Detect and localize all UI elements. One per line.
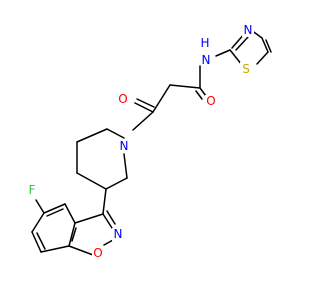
isoxazole-oxygen-atom: O <box>93 246 102 260</box>
bond <box>103 239 114 246</box>
bond <box>106 210 116 225</box>
thiazole-sulfur-atom: S <box>242 62 250 76</box>
bond <box>31 212 45 233</box>
bond <box>169 84 201 89</box>
molecule-structure-diagram: N H N S O O N F N O <box>26 23 272 260</box>
bond <box>152 84 171 113</box>
bond <box>64 203 76 224</box>
bond <box>76 128 108 143</box>
bond <box>215 49 231 57</box>
fluorine-atom: F <box>29 183 36 197</box>
bond <box>76 172 107 190</box>
isoxazole-nitrogen-atom: N <box>114 227 123 241</box>
bond <box>132 111 154 131</box>
bond <box>134 102 154 113</box>
bond <box>46 208 64 217</box>
atom-labels-layer: N H N S O O N F N O <box>26 23 254 260</box>
bond <box>35 199 45 214</box>
bond <box>261 37 269 53</box>
amide-nitrogen-atom: N <box>202 53 211 67</box>
amide-oxygen-atom: O <box>206 94 215 108</box>
bond <box>106 128 125 139</box>
bond <box>136 98 155 108</box>
bond <box>195 90 203 100</box>
bond <box>31 231 42 253</box>
piperidine-nitrogen-atom: N <box>120 139 129 153</box>
bond <box>68 245 94 256</box>
bond <box>265 39 272 53</box>
amide-nh-label: N H <box>200 36 212 67</box>
bond <box>105 177 128 190</box>
bond <box>68 222 76 247</box>
bond <box>123 153 128 179</box>
bond <box>102 188 107 215</box>
bond <box>102 213 113 229</box>
bond <box>74 213 104 224</box>
bond <box>71 227 77 242</box>
bond <box>40 245 70 253</box>
bond <box>43 203 66 214</box>
ketone-oxygen-atom: O <box>118 92 127 106</box>
amide-hydrogen-atom: H <box>200 36 209 50</box>
bond <box>199 87 207 97</box>
bond <box>256 51 269 65</box>
bond <box>36 232 46 250</box>
bonds-layer <box>31 29 272 256</box>
thiazole-nitrogen-atom: N <box>244 23 253 37</box>
bond <box>235 36 249 51</box>
